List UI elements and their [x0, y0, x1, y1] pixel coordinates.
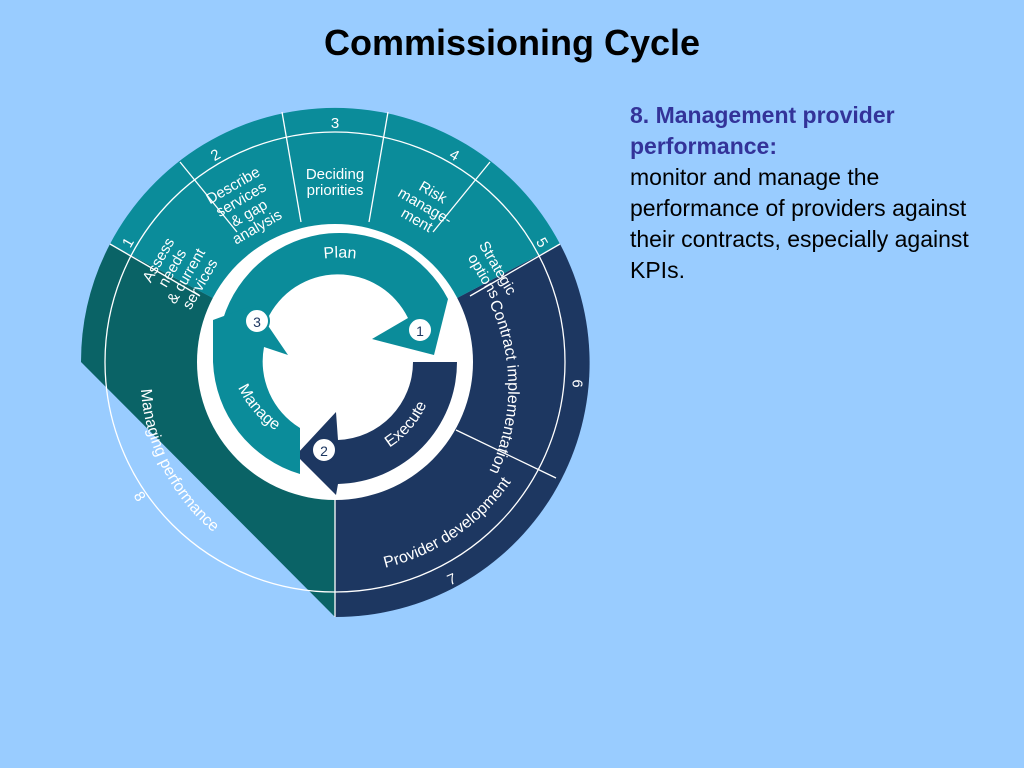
svg-text:2: 2 [320, 443, 328, 459]
svg-text:1: 1 [416, 323, 424, 339]
description-panel: 8. Management provider performance: moni… [630, 100, 1010, 286]
segment-number-8: 8 [130, 489, 149, 505]
step-badge-1: 1 [407, 317, 433, 343]
segment-number-6: 6 [568, 379, 585, 387]
svg-text:3: 3 [253, 314, 261, 330]
cycle-label-plan: Plan [323, 245, 357, 263]
cycle-arrow-plan [223, 232, 448, 355]
step-badge-2: 2 [311, 437, 337, 463]
cycle-arrow-execute [296, 362, 457, 495]
description-body: monitor and manage the performance of pr… [630, 164, 969, 283]
page-title: Commissioning Cycle [323, 22, 701, 63]
cycle-arrow-manage [213, 305, 300, 474]
description-heading: 8. Management provider performance: [630, 102, 895, 159]
segment-dividers [104, 111, 566, 617]
plan-segment-number-3: 3 [331, 115, 339, 132]
step-badge-3: 3 [244, 308, 270, 334]
